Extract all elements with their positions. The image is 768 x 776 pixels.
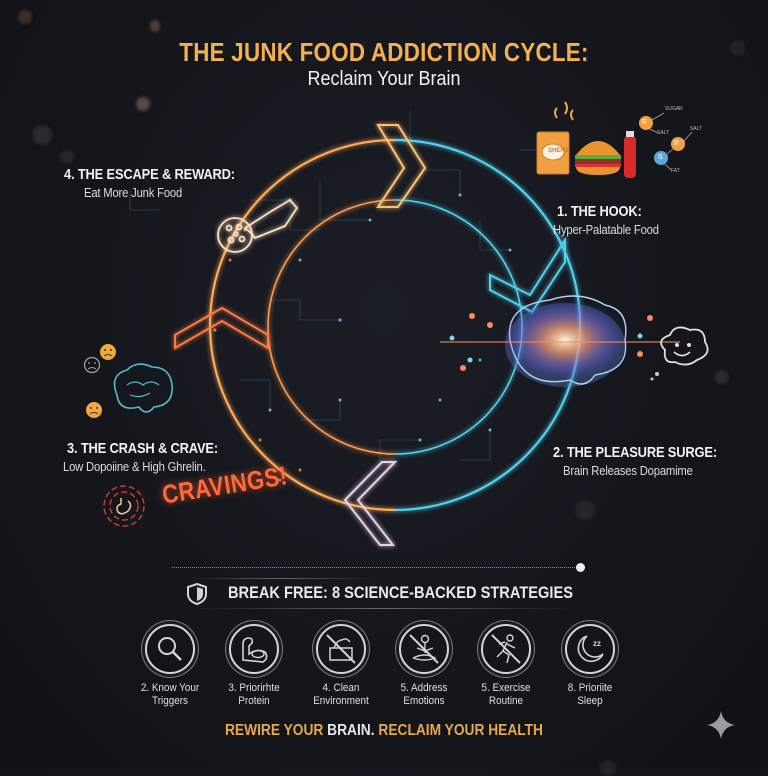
- glowing-brain-icon: [440, 295, 709, 387]
- stage-1-subtitle: Hyper-Palatable Food: [553, 223, 659, 237]
- meditation-icon: [399, 624, 449, 674]
- sad-face-icon: [86, 402, 102, 418]
- page-subtitle: Reclaim Your Brain: [307, 68, 461, 90]
- arrow-left: [174, 306, 269, 350]
- stage-2-subtitle: Brain Releases Dopamime: [563, 464, 693, 478]
- header-rule-top: [186, 578, 376, 579]
- page-title: THE JUNK FOOD ADDICTION CYCLE:: [179, 37, 589, 67]
- shield-icon: [187, 582, 207, 606]
- stage-3-label: 3. THE CRASH & CRAVE: Low Dopoiine & Hig…: [63, 440, 243, 474]
- sad-face-outline-icon: [83, 356, 101, 374]
- stage-4-label: 4. THE ESCAPE & REWARD: Eat More Junk Fo…: [64, 166, 263, 200]
- stomach-icon: [103, 485, 145, 527]
- arrow-right: [489, 236, 566, 314]
- footer-tagline: REWIRE YOUR BRAIN. RECLAIM YOUR HEALTH: [224, 722, 544, 739]
- arrow-top: [376, 124, 427, 208]
- stage-3-subtitle: Low Dopoiine & High Ghrelin.: [63, 460, 206, 474]
- magnifier-icon: [145, 624, 195, 674]
- strategies-header: BREAK FREE: 8 SCIENCE-BACKED STRATEGIES: [228, 583, 573, 602]
- chips-bag-label: SHERS: [548, 148, 569, 154]
- running-icon: [481, 624, 531, 674]
- stage-1-title: 1. THE HOOK:: [557, 203, 642, 220]
- moon-sleep-icon: zz: [565, 624, 615, 674]
- sad-brain-icon: [83, 344, 173, 418]
- stage-4-subtitle: Eat More Junk Food: [84, 186, 183, 200]
- svg-text:zz: zz: [593, 639, 601, 648]
- arrow-bottom: [343, 461, 398, 546]
- stage-4-title: 4. THE ESCAPE & REWARD:: [64, 166, 235, 183]
- stage-1-label: 1. THE HOOK: Hyper-Palatable Food: [553, 203, 671, 237]
- junk-food-icon: SHERS B R S SUGAR SALT SALT FAT: [530, 100, 710, 180]
- divider-end-dot: [576, 563, 585, 572]
- flexed-arm-icon: [229, 624, 279, 674]
- sad-face-icon: [100, 344, 116, 360]
- sparkle-icon: [707, 711, 735, 739]
- stage-2-title: 2. THE PLEASURE SURGE:: [553, 444, 717, 461]
- no-junk-basket-icon: [316, 624, 366, 674]
- stage-3-title: 3. THE CRASH & CRAVE:: [67, 440, 218, 457]
- dotted-divider: [172, 567, 577, 568]
- hand-cookie-icon: [217, 198, 299, 253]
- stage-2-label: 2. THE PLEASURE SURGE: Brain Releases Do…: [553, 444, 744, 478]
- header-rule-bottom: [186, 608, 576, 609]
